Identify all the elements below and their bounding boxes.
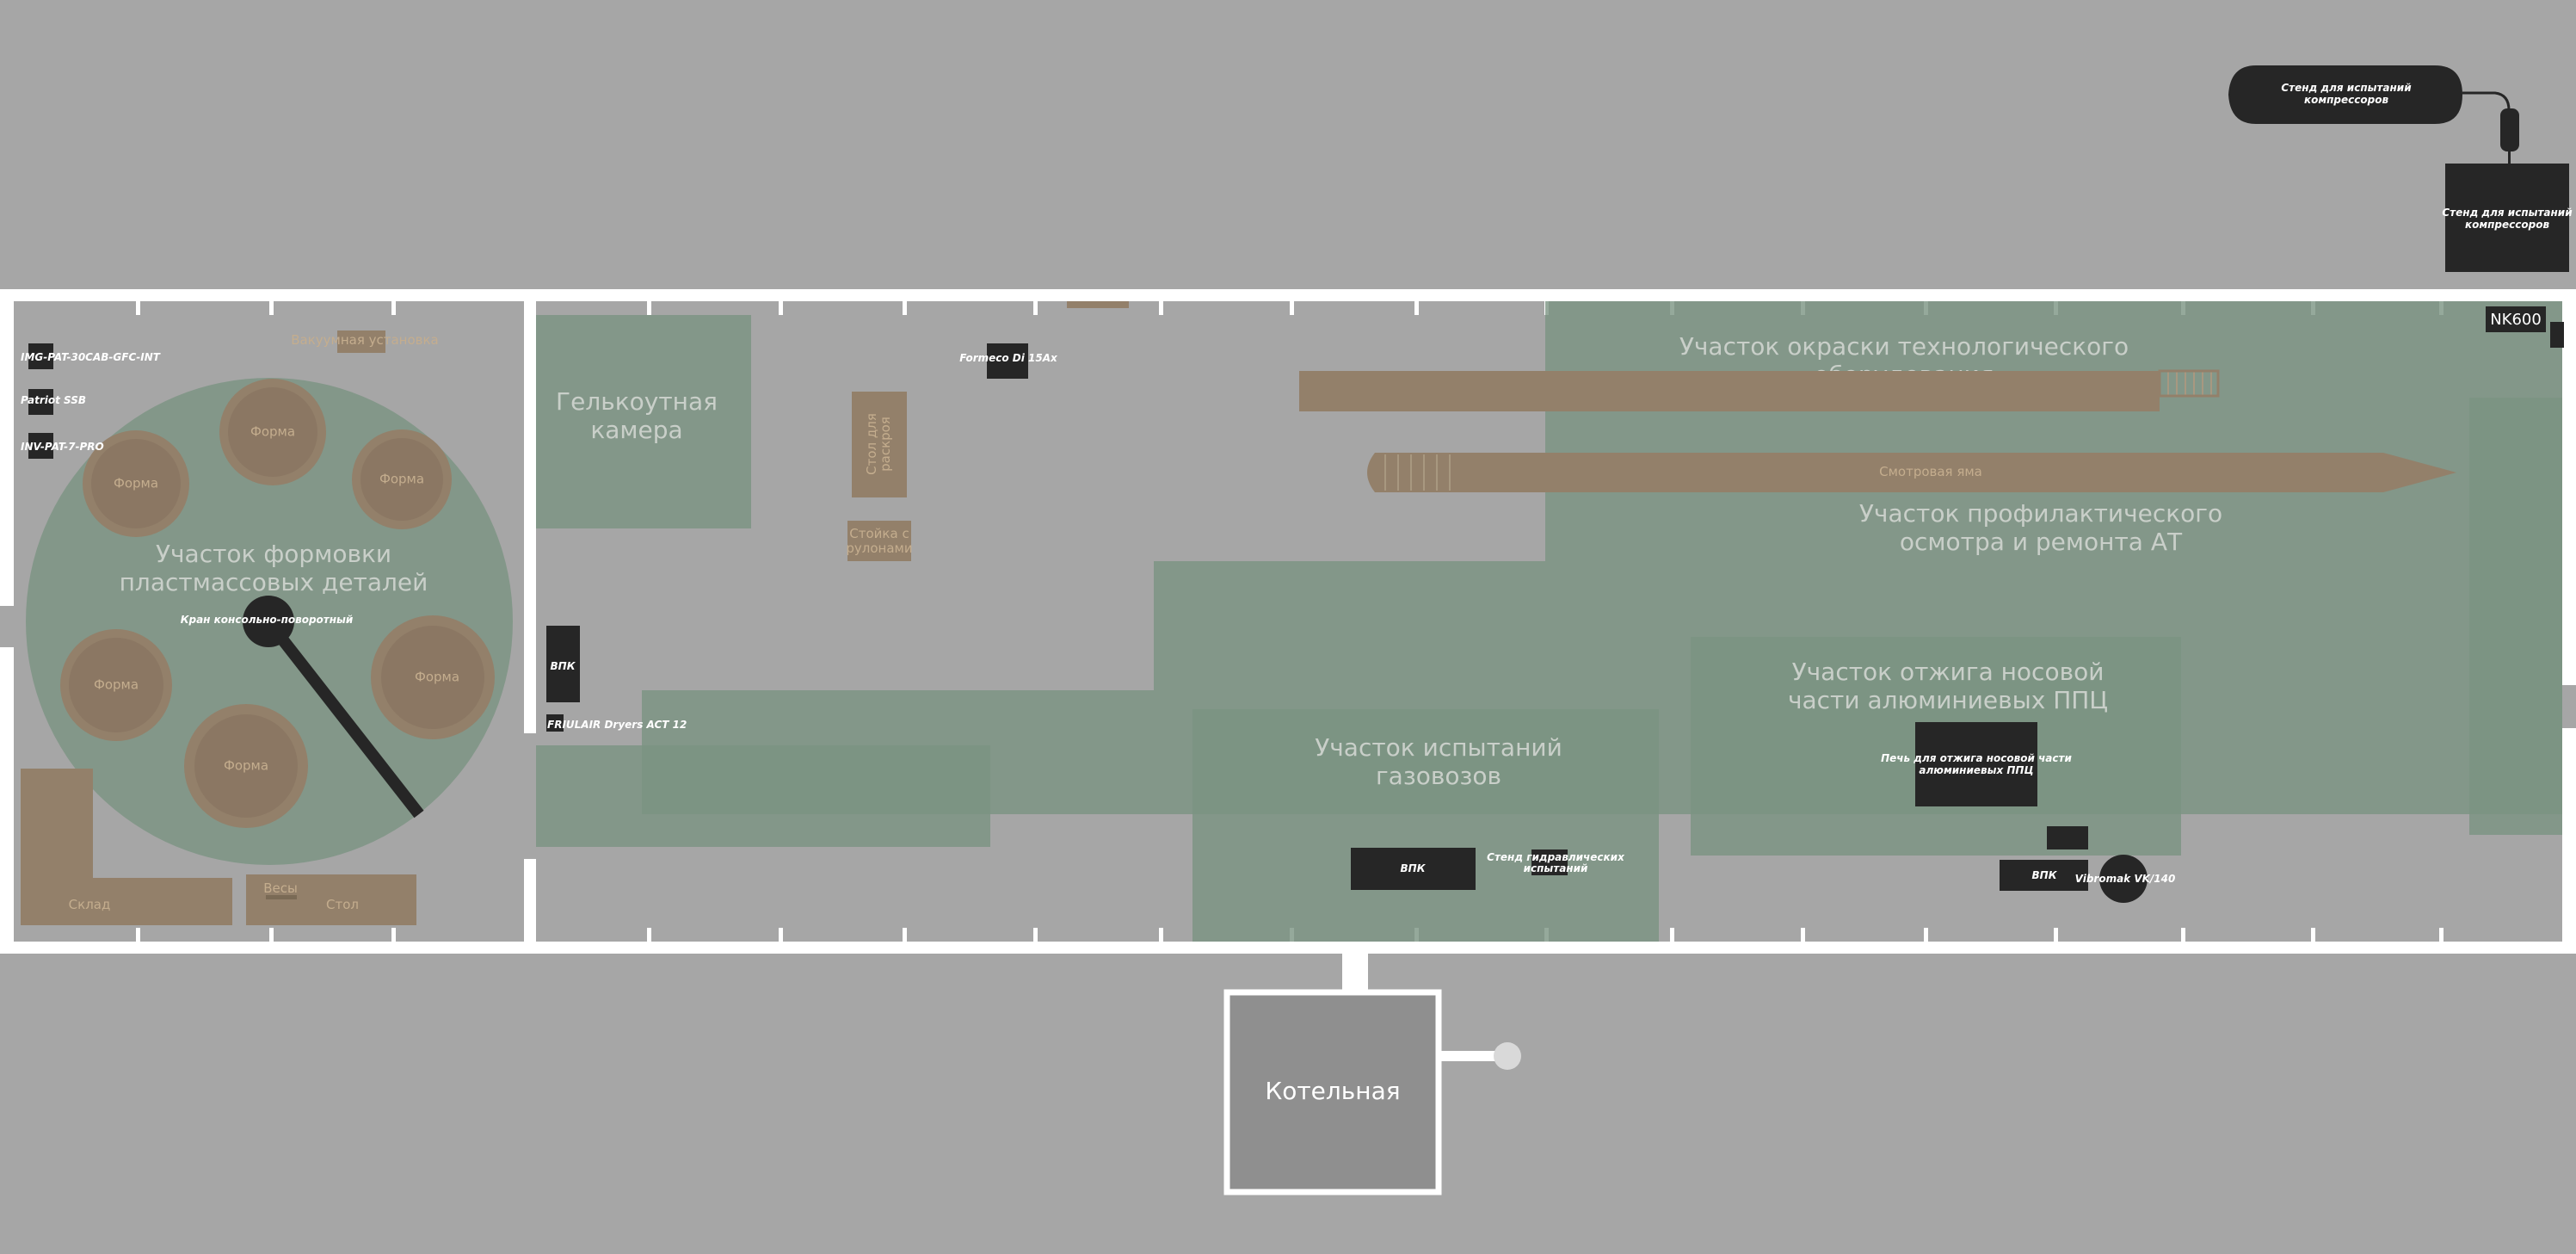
equipment-left: IMG-PAT-30CAB-GFC-INT Patriot SSB INV-PA… xyxy=(21,343,687,732)
mold-2-label: Форма xyxy=(379,472,424,487)
scales-label: Весы xyxy=(263,880,298,896)
crane-label: Кран консольно-поворотный xyxy=(181,614,354,626)
patriot-label: Patriot SSB xyxy=(21,394,86,406)
formeco-label: Formeco Di 15Ax xyxy=(959,352,1058,364)
cutting-table-label: Стол дляраскроя xyxy=(864,413,893,475)
mold-6-label: Форма xyxy=(224,758,268,774)
vpk-left-label: ВПК xyxy=(551,660,576,672)
vpk-right-label: ВПК xyxy=(2032,869,2058,881)
mold-5-label: Форма xyxy=(415,670,459,685)
nk600: NK600 xyxy=(2486,306,2564,348)
boiler-room: Котельная xyxy=(1223,954,1521,1195)
pit-label: Смотровая яма xyxy=(1879,464,1982,479)
nk600-label: NK600 xyxy=(2490,311,2542,329)
warehouse-label: Склад xyxy=(69,897,111,912)
mold-1-label: Форма xyxy=(250,424,295,440)
inv-pat-label: INV-PAT-7-PRO xyxy=(21,441,104,453)
vpk-gas-label: ВПК xyxy=(1401,862,1427,874)
zones xyxy=(26,301,2562,942)
molds: Форма Форма Форма Форма Форма Форма xyxy=(60,379,495,828)
mold-4-label: Форма xyxy=(94,677,139,693)
img-pat-label: IMG-PAT-30CAB-GFC-INT xyxy=(21,351,161,363)
vibromak-label: Vibromak VK/140 xyxy=(2075,873,2176,885)
table-label: Стол xyxy=(326,897,359,912)
crane: Кран консольно-поворотный xyxy=(181,596,424,818)
mold-3-label: Форма xyxy=(114,476,158,491)
furniture-middle: Formeco Di 15Ax Стол дляраскроя Стойка с… xyxy=(846,301,1129,561)
friulair-label: FRIULAIR Dryers ACT 12 xyxy=(547,719,687,731)
furniture-left: Склад Весы Стол Вакуумная установка xyxy=(21,330,439,925)
boiler-label: Котельная xyxy=(1265,1077,1400,1105)
vacuum-label: Вакуумная установка xyxy=(291,332,439,348)
pit-and-bench: Смотровая яма xyxy=(1299,369,2456,492)
